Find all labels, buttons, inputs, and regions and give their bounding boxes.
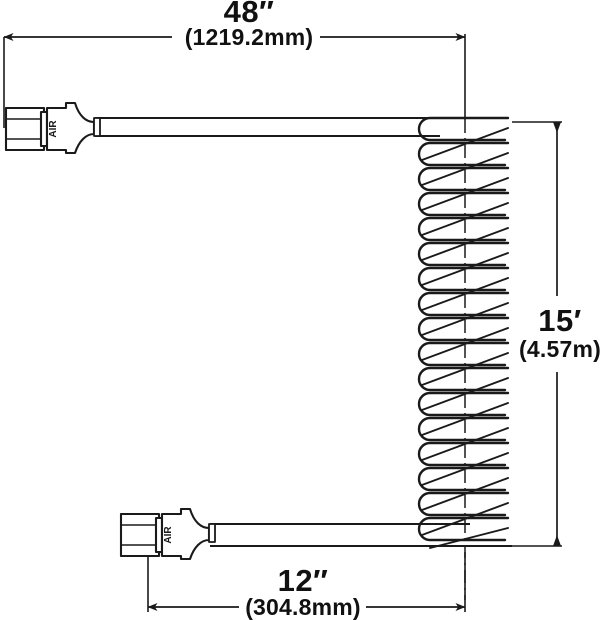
right-dim-arrow-bottom <box>553 535 561 546</box>
upper-straight-lead <box>95 116 470 138</box>
lower-fitting-logo-text: AIR <box>163 526 174 544</box>
bottom-dimension-primary-label: 12″ <box>278 563 329 598</box>
top-dimension-group: 48″ (1219.2mm) <box>3 0 466 128</box>
lower-fitting-ferrule <box>119 512 161 558</box>
lower-straight-lead <box>210 522 512 548</box>
right-dimension-primary-label: 15′ <box>538 303 581 338</box>
upper-end-fitting: AIR <box>4 101 101 155</box>
right-dimension-group: 15′ (4.57m) <box>470 121 600 547</box>
right-dim-arrow-top <box>553 122 561 133</box>
top-dimension-secondary-label: (1219.2mm) <box>185 24 314 50</box>
top-dimension-primary-label: 48″ <box>224 0 275 29</box>
lower-end-fitting: AIR <box>119 507 216 561</box>
right-dimension-secondary-label: (4.57m) <box>519 336 600 362</box>
helical-coil <box>417 116 510 549</box>
bottom-dimension-group: 12″ (304.8mm) <box>147 552 466 620</box>
upper-fitting-stub <box>93 117 101 137</box>
upper-fitting-ferrule <box>4 106 46 152</box>
coil-front-loops <box>417 116 510 542</box>
upper-fitting-logo-text: AIR <box>48 120 59 138</box>
lower-fitting-stub <box>208 523 216 543</box>
bottom-dimension-secondary-label: (304.8mm) <box>245 594 361 620</box>
